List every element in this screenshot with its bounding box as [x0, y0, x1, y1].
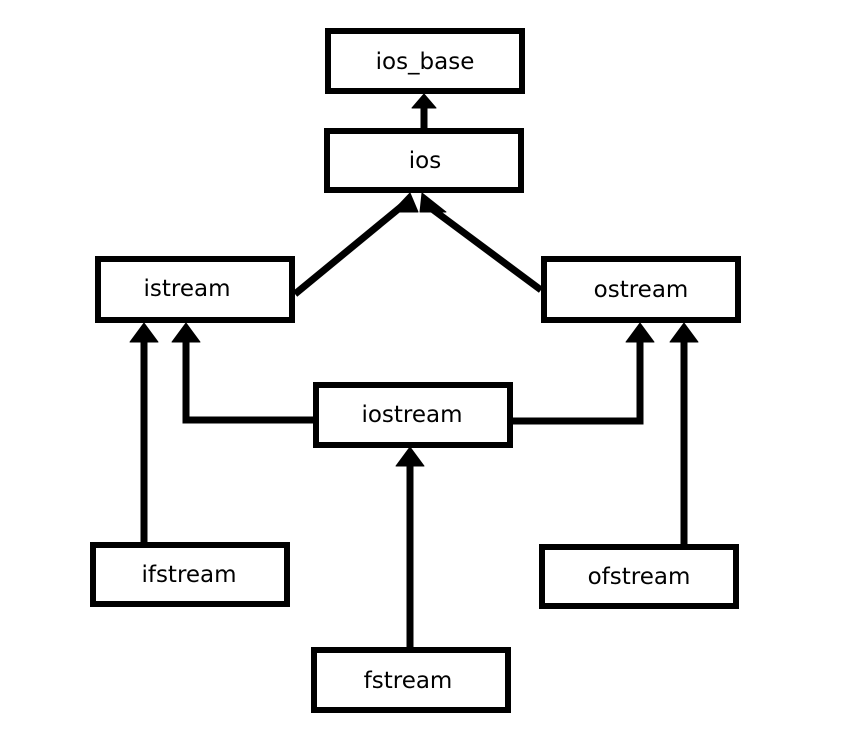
arrowhead-istream-right: [171, 322, 201, 343]
arrowhead-ios-right: [419, 192, 447, 213]
arrowhead-ios-left: [391, 192, 419, 213]
arrowhead-ios_base: [411, 93, 437, 109]
node-ifstream: ifstream: [90, 542, 290, 607]
node-fstream: fstream: [311, 647, 511, 713]
node-ios_base-label: ios_base: [376, 49, 475, 75]
edge-istream-to-ios: [292, 203, 405, 297]
node-ios-label: ios: [409, 148, 441, 174]
arrowhead-ostream-right: [669, 322, 699, 343]
node-iostream: iostream: [313, 382, 513, 448]
node-iostream-label: iostream: [361, 402, 462, 428]
node-ostream: ostream: [541, 256, 741, 323]
arrowhead-istream-left: [129, 322, 159, 343]
node-ios: ios: [324, 128, 524, 193]
node-ostream-label: ostream: [594, 277, 689, 303]
arrowhead-ostream-left: [625, 322, 655, 343]
node-ofstream: ofstream: [539, 544, 739, 609]
node-fstream-label: fstream: [364, 668, 453, 694]
edges: [140, 104, 688, 648]
edge-iostream-to-ostream: [513, 336, 644, 425]
edge-iostream-to-istream: [182, 336, 313, 424]
node-ios_base: ios_base: [325, 28, 525, 94]
node-ifstream-label: ifstream: [141, 562, 236, 588]
arrowheads: [129, 93, 699, 467]
node-ofstream-label: ofstream: [588, 564, 691, 590]
edge-ostream-to-ios: [425, 203, 544, 293]
node-istream-label: istream: [144, 276, 231, 302]
arrowhead-iostream: [395, 446, 425, 467]
node-istream: istream: [95, 256, 295, 323]
